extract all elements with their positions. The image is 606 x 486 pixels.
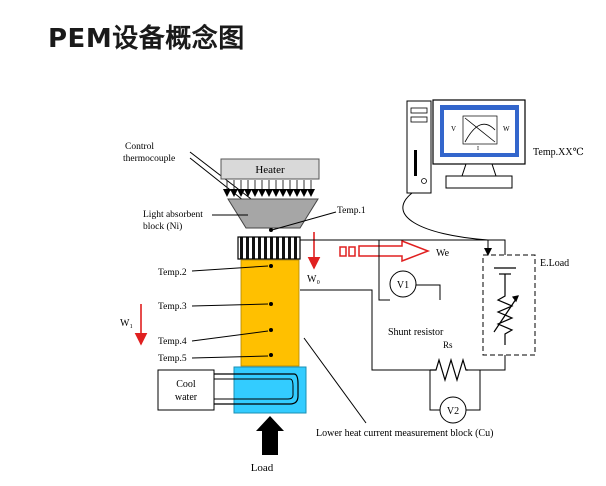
we-label: We: [436, 248, 450, 259]
computer-cable: [402, 192, 492, 256]
lower-block-label: Lower heat current measurement block (Cu…: [316, 428, 493, 439]
cool-water-label-2: water: [175, 392, 198, 403]
w1-label: W₁: [120, 318, 133, 329]
temp5-label: Temp.5: [158, 354, 187, 364]
shunt-resistor-label: Shunt resistor: [388, 327, 444, 338]
v1-meter: [389, 270, 417, 298]
circuit-wires: [300, 239, 506, 411]
cool-water-label: Cool: [176, 379, 196, 390]
shunt-resistor: [430, 357, 468, 383]
monitor-graph: V W I: [451, 115, 510, 152]
control-thermocouple-label-2: thermocouple: [123, 154, 175, 164]
eload-box: [482, 254, 536, 356]
light-absorbent-label: Light absorbent: [143, 210, 203, 220]
temp-xx-label: Temp.XX℃: [533, 147, 584, 158]
load-arrow: [256, 416, 284, 455]
eload-label: E.Load: [540, 258, 569, 269]
cool-water-box: [157, 369, 215, 411]
v2-meter: [439, 396, 467, 424]
w0-label: W₀: [307, 274, 320, 285]
rs-label: Rs: [443, 340, 453, 350]
light-absorbent-label-2: block (Ni): [143, 221, 182, 232]
monitor-i-label: I: [477, 146, 479, 152]
light-absorbent-block: [227, 198, 319, 229]
page-title: PEM设备概念图: [48, 24, 245, 54]
eload-variable-resistor: [493, 290, 519, 345]
monitor-v-label: V: [451, 125, 456, 133]
sample-fins: [237, 236, 301, 260]
heater-block: [220, 158, 320, 180]
temp1-sensor: [269, 228, 273, 232]
lower-block-pointer: [303, 337, 367, 424]
control-thermocouple-label: Control: [125, 142, 154, 152]
cooling-pipe: [214, 373, 299, 405]
computer-monitor: [432, 99, 526, 189]
eload-battery: [494, 267, 516, 290]
temp4-label: Temp.4: [158, 337, 187, 347]
temp2-label: Temp.2: [158, 268, 187, 278]
we-arrow: [339, 239, 431, 263]
v2-label: V2: [447, 406, 459, 417]
computer-tower: [406, 100, 432, 194]
temp1-label: Temp.1: [337, 206, 366, 216]
temp3-label: Temp.3: [158, 302, 187, 312]
heater-rays: [223, 180, 315, 197]
monitor-w-label: W: [503, 125, 510, 133]
heater-label: Heater: [255, 164, 285, 176]
copper-block: [240, 259, 300, 367]
cooling-block: [233, 366, 307, 414]
temp-sensors: [269, 264, 273, 357]
v1-label: V1: [397, 280, 409, 291]
load-label: Load: [251, 462, 274, 474]
temp1-pointer: [271, 211, 337, 231]
